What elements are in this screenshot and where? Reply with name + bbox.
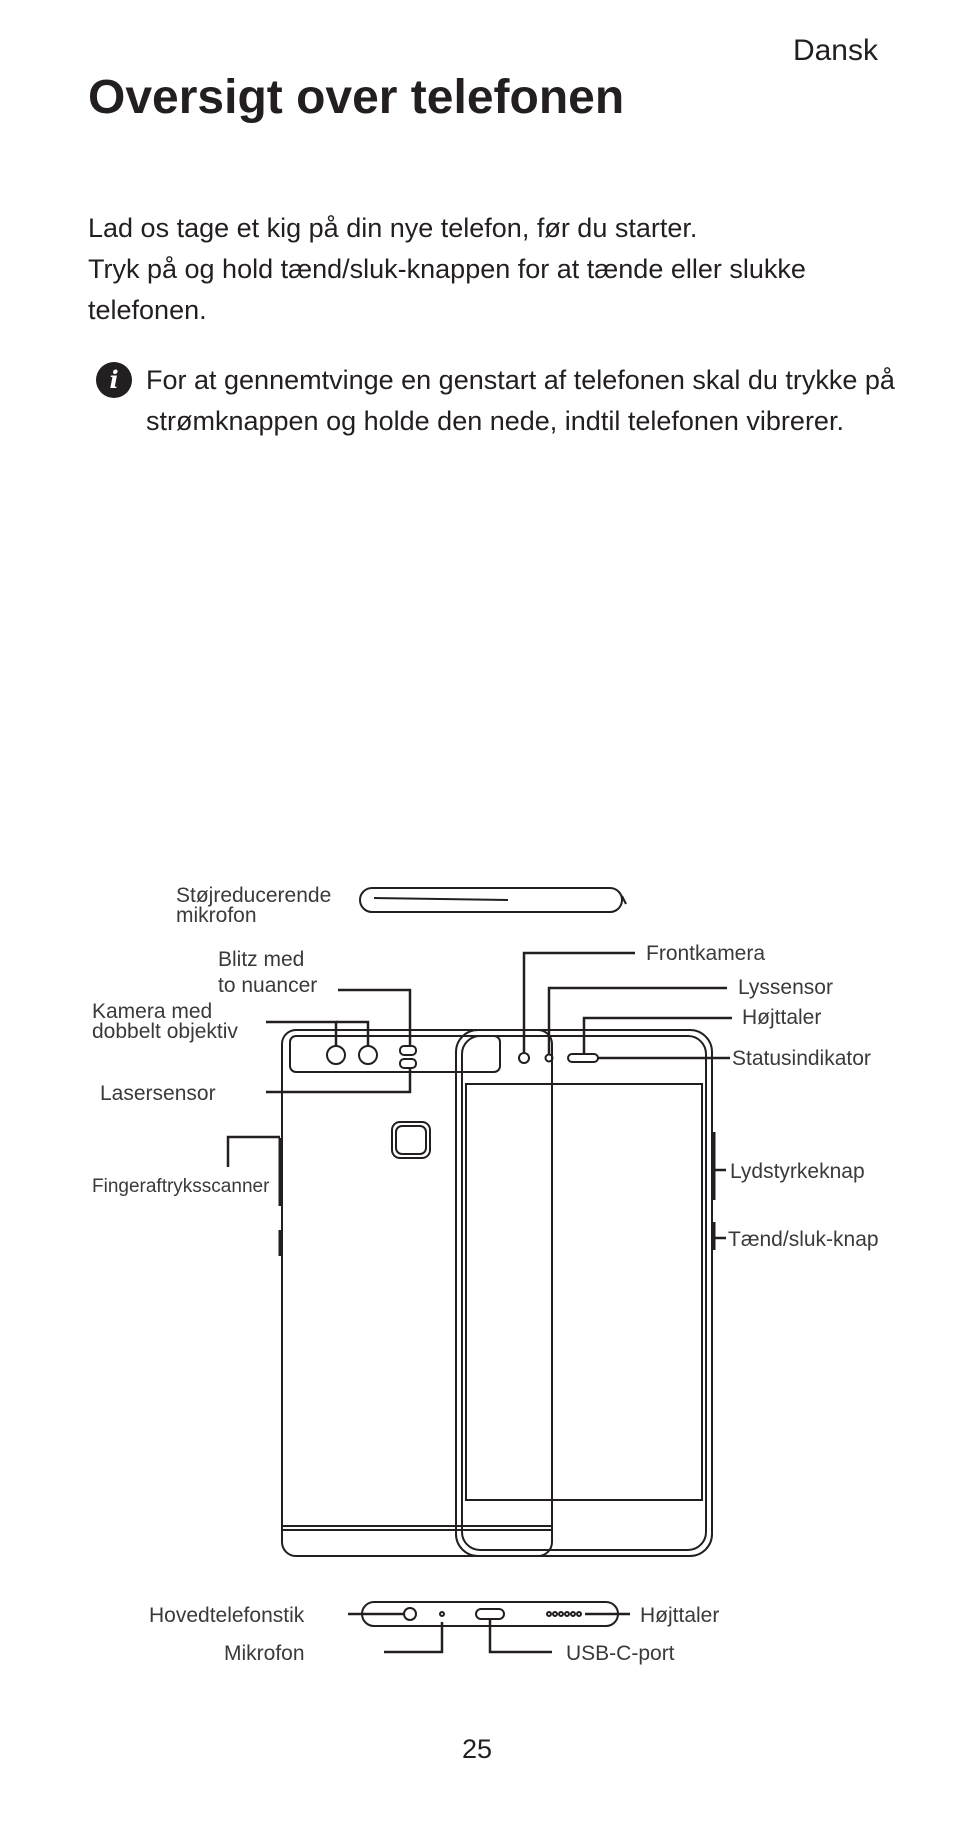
label-camera-1: Kamera med — [92, 1000, 212, 1023]
label-light-sensor: Lyssensor — [738, 976, 833, 999]
label-speaker-top: Højttaler — [742, 1006, 821, 1029]
label-microphone: Mikrofon — [224, 1642, 305, 1665]
label-camera-2: dobbelt objektiv — [92, 1020, 238, 1043]
language-label: Dansk — [792, 34, 878, 67]
label-fingerprint: Fingeraftryksscanner — [92, 1176, 270, 1197]
label-speaker-bottom: Højttaler — [640, 1604, 719, 1627]
label-noise-mic-1: Støjreducerende — [176, 884, 331, 907]
label-volume: Lydstyrkeknap — [730, 1160, 865, 1183]
label-noise-mic-2: mikrofon — [176, 904, 257, 927]
phone-front — [455, 1029, 716, 1557]
label-laser: Lasersensor — [100, 1082, 216, 1105]
page-title: Oversigt over telefonen — [88, 71, 625, 124]
intro-paragraph-1: Lad os tage et kig på din nye telefon, f… — [88, 213, 698, 243]
label-flash-1: Blitz med — [218, 948, 304, 971]
label-headset: Hovedtelefonstik — [149, 1604, 305, 1627]
leader-lines — [226, 951, 732, 1654]
label-front-camera: Frontkamera — [646, 942, 765, 965]
label-flash-2: to nuancer — [218, 974, 317, 997]
label-usb: USB-C-port — [566, 1642, 675, 1665]
page-number: 25 — [461, 1734, 493, 1764]
phone-back — [278, 1029, 553, 1557]
label-status: Statusindikator — [732, 1047, 871, 1070]
intro-text: Lad os tage et kig på din nye telefon, f… — [88, 208, 888, 331]
intro-paragraph-2: Tryk på og hold tænd/sluk-knappen for at… — [88, 254, 806, 325]
label-power: Tænd/sluk-knap — [728, 1228, 879, 1251]
phone-top-edge — [359, 887, 627, 913]
info-icon: i — [96, 362, 132, 398]
note-text: For at gennemtvinge en genstart af telef… — [146, 365, 895, 436]
